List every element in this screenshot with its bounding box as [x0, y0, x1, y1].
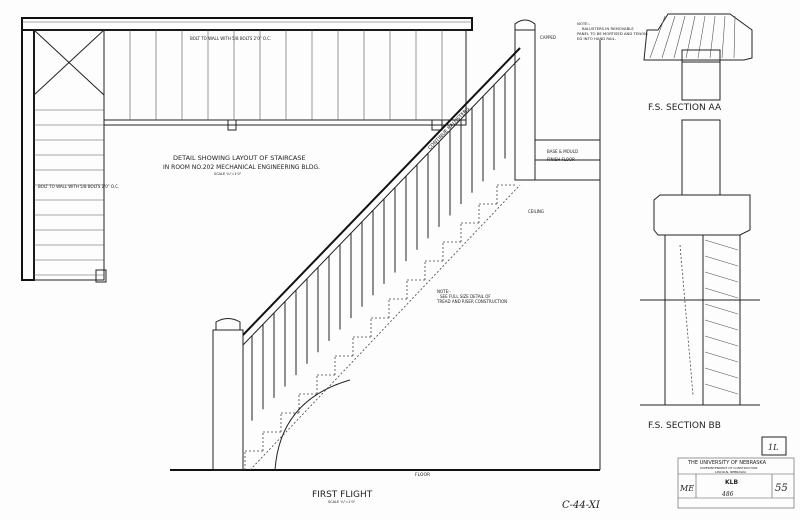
- wood-grain: [704, 287, 739, 299]
- wood-grain: [733, 15, 736, 59]
- finish-floor-label: FINISH FLOOR: [547, 157, 575, 162]
- wood-grain: [704, 335, 739, 347]
- sheet-tag-box: [761, 436, 787, 456]
- title-scale: SCALE ¾"=1'0": [214, 172, 242, 176]
- wood-grain: [704, 271, 739, 283]
- wood-grain: [704, 255, 739, 267]
- prefix: ME: [679, 484, 694, 493]
- first-flight-label: FIRST FLIGHT: [312, 490, 373, 500]
- section-aa: [643, 13, 753, 101]
- sheet-number: 55: [775, 483, 788, 494]
- wood-grain: [709, 15, 716, 59]
- note-line-3: TREAD AND RISER CONSTRUCTION: [436, 299, 507, 304]
- date-code: 486: [721, 491, 734, 498]
- section-aa-label: F.S. SECTION AA: [648, 103, 722, 113]
- drawing-number: C-44-XI: [562, 500, 601, 511]
- wood-grain: [697, 15, 706, 59]
- university-name: THE UNIVERSITY OF NEBRASKA: [687, 460, 767, 466]
- note-line-2: SEE FULL SIZE DETAIL OF: [440, 294, 491, 299]
- wood-grain: [704, 319, 739, 331]
- wood-grain: [649, 15, 666, 59]
- title-line-1: DETAIL SHOWING LAYOUT OF STAIRCASE: [173, 154, 306, 162]
- continue-balusters-label: CONTINUE BALUSTERS: [427, 106, 471, 151]
- bolt-note-top: BOLT TO WALL WITH 5/8 BOLTS 2'0" O.C.: [190, 36, 271, 41]
- wood-grain: [685, 15, 696, 59]
- wood-grain: [721, 15, 726, 59]
- section-note-2: BALUSTERS IN REMOVABLE: [582, 26, 634, 31]
- wood-grain: [704, 367, 739, 379]
- floor-label: FLOOR: [415, 472, 430, 478]
- ceiling-label: CEILING: [528, 209, 544, 214]
- first-flight-scale: SCALE ¾"=1'0": [328, 500, 356, 504]
- section-note-3: PANEL TO BE MORTISED AND TENON-: [577, 31, 649, 36]
- dept-name: SUPERINTENDENT OF CONSTRUCTION: [700, 466, 757, 470]
- title-block: [677, 457, 795, 509]
- city-name: LINCOLN, NEBRASKA: [715, 470, 747, 474]
- wood-grain: [704, 383, 739, 395]
- note-line-1: NOTE:-: [437, 289, 451, 294]
- section-bb: [640, 119, 760, 406]
- base-mould-label: BASE & MOULD: [547, 149, 578, 154]
- wood-grain: [704, 303, 739, 315]
- elevation-view: [170, 19, 601, 471]
- title-line-2: IN ROOM NO.202 MECHANICAL ENGINEERING BL…: [163, 164, 320, 171]
- wood-grain: [704, 351, 739, 363]
- capped-label: CAPPED: [540, 35, 556, 40]
- sheet-tag: 1L: [768, 443, 778, 452]
- bolt-note-left: BOLT TO WALL WITH 5/8 BOLTS 2'0" O.C.: [38, 184, 119, 189]
- section-note-4: ED INTO HAND RAIL.: [577, 36, 616, 41]
- wood-grain: [704, 239, 739, 251]
- section-bb-label: F.S. SECTION BB: [648, 421, 721, 431]
- section-note-1: NOTE:-: [577, 21, 591, 26]
- wood-grain: [661, 15, 676, 59]
- stringer: [249, 184, 521, 471]
- wood-grain: [673, 15, 686, 59]
- drawn-by: KLB: [725, 479, 738, 486]
- plan-view: BOLT TO WALL WITH 5/8 BOLTS 2'0" O.C. BO…: [21, 17, 473, 283]
